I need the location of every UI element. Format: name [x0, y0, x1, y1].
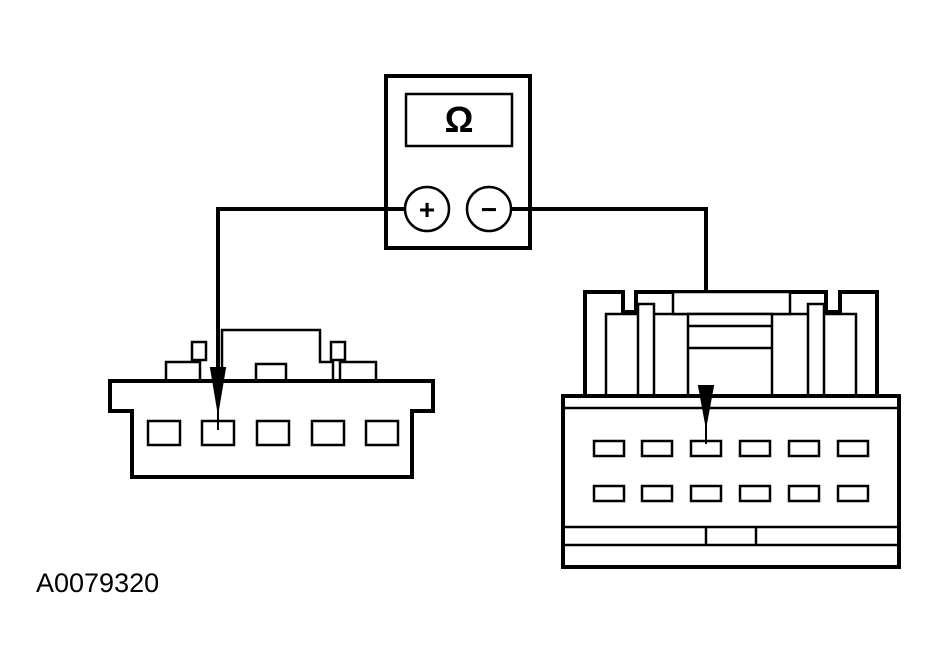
- right-connector-body: [561, 394, 901, 569]
- right-pin-cavity: [592, 484, 626, 503]
- multimeter: Ω + −: [384, 74, 532, 250]
- right-pin-cavity: [787, 484, 821, 503]
- left-connector: [108, 328, 435, 479]
- negative-terminal-label: −: [481, 194, 497, 225]
- right-connector: [561, 290, 901, 569]
- right-latch-arm-left: [636, 302, 656, 398]
- left-latch-tab-left: [190, 340, 208, 362]
- multimeter-display: [404, 92, 514, 148]
- ohm-symbol: Ω: [445, 99, 474, 140]
- left-connector-latch: [220, 328, 335, 383]
- right-pin-cavity: [592, 439, 626, 458]
- right-pin-cavity: [836, 439, 870, 458]
- right-pin-cavity: [640, 484, 674, 503]
- right-pin-cavity: [787, 439, 821, 458]
- right-pin-cavity: [738, 484, 772, 503]
- left-shoulder-left: [164, 360, 202, 383]
- right-pin-cavity: [738, 439, 772, 458]
- right-pin-cavity: [689, 484, 723, 503]
- right-connector-top-slot: [671, 290, 792, 316]
- figure-id: A0079320: [36, 568, 159, 598]
- negative-probe-tip: [697, 385, 715, 425]
- left-connector-body: [108, 379, 435, 479]
- positive-probe-tip: [209, 367, 227, 411]
- right-pin-cavity: [640, 439, 674, 458]
- right-pin-cavity: [836, 484, 870, 503]
- left-latch-tab-right: [329, 340, 347, 362]
- left-pin-cavity: [255, 419, 291, 447]
- right-latch-arm-right: [806, 302, 826, 398]
- multimeter-body: [384, 74, 532, 250]
- positive-test-lead: [216, 207, 405, 372]
- left-pin-cavity: [364, 419, 400, 447]
- left-pin-cavity: [310, 419, 346, 447]
- positive-terminal-label: +: [419, 194, 435, 225]
- left-pin-cavity: [146, 419, 182, 447]
- left-shoulder-right: [338, 360, 378, 383]
